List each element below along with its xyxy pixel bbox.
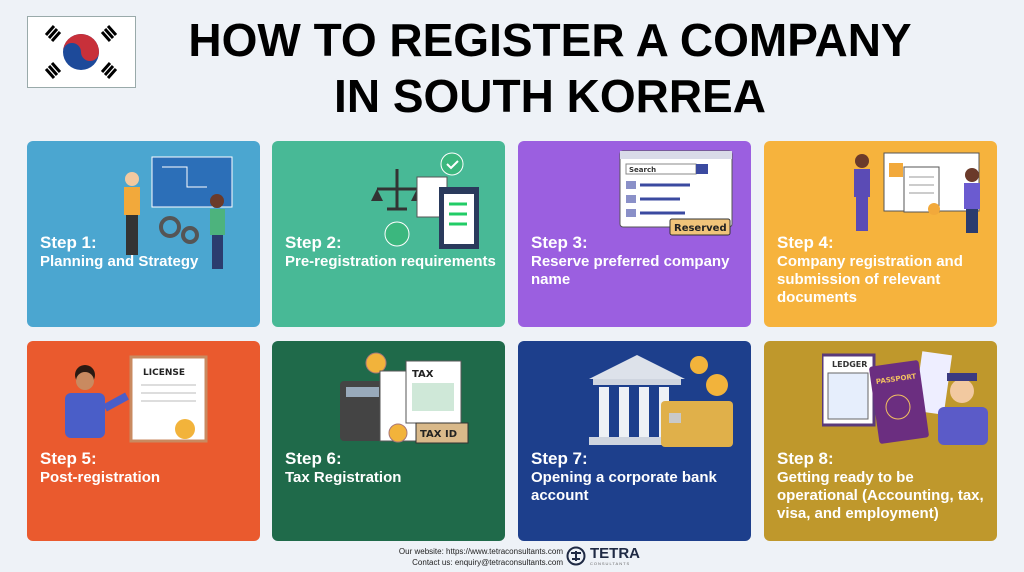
step-label: Step 2: [285, 233, 342, 252]
contact-email[interactable]: Contact us: enquiry@tetraconsultants.com [412, 558, 563, 567]
flag-icon [44, 25, 118, 79]
south-korea-flag [27, 16, 136, 88]
step-3-card: Search Reserved Step 3: Reserve preferre… [518, 141, 751, 327]
step-description: Post-registration [40, 469, 161, 486]
search-field-text: Search [629, 166, 656, 174]
step-description: Company registration and submission of r… [777, 253, 963, 306]
footer-contact: Our website: https://www.tetraconsultant… [399, 546, 563, 568]
step-description: Tax Registration [285, 469, 402, 486]
tax-form-title-text: TAX [412, 369, 434, 380]
step-6-card: TAX TAX ID Step 6: Tax Registration [272, 341, 505, 541]
title-line-2: IN SOUTH KORREA [334, 70, 766, 122]
website-link[interactable]: Our website: https://www.tetraconsultant… [398, 547, 563, 556]
bank-illustration-icon [589, 355, 733, 447]
step-8-card: LEDGER PASSPORT Step 8: Getting ready to… [764, 341, 997, 541]
step-label: Step 4: [777, 233, 834, 252]
ledger-title-text: LEDGER [832, 360, 867, 369]
tax-illustration-icon: TAX TAX ID [340, 352, 469, 444]
submission-illustration-icon [854, 152, 980, 233]
step-7-card: Step 7: Opening a corporate bank account [518, 341, 751, 541]
page-title: HOW TO REGISTER A COMPANY IN SOUTH KORRE… [140, 12, 960, 124]
tax-id-tag: TAX ID [420, 429, 457, 440]
step-label: Step 6: [285, 449, 342, 468]
tetra-logo: TETRA CONSULTANTS [566, 546, 640, 566]
brand-name: TETRA [590, 544, 640, 562]
brand-subtitle: CONSULTANTS [590, 560, 631, 566]
step-label: Step 8: [777, 449, 834, 468]
license-title-text: LICENSE [143, 368, 185, 378]
requirements-illustration-icon [371, 152, 479, 249]
step-description: Planning and Strategy [40, 253, 199, 270]
step-label: Step 1: [40, 233, 97, 252]
step-label: Step 5: [40, 449, 97, 468]
step-5-card: LICENSE Step 5: Post-registration [27, 341, 260, 541]
step-label: Step 7: [531, 449, 588, 468]
step-2-card: Step 2: Pre-registration requirements [272, 141, 505, 327]
planning-illustration-icon [124, 156, 233, 269]
step-1-card: Step 1: Planning and Strategy [27, 141, 260, 327]
step-label: Step 3: [531, 233, 588, 252]
step-description: Pre-registration requirements [285, 253, 496, 270]
step-description: Opening a corporate bank account [531, 469, 717, 504]
operations-illustration-icon: LEDGER PASSPORT [822, 351, 988, 445]
reserved-tag: Reserved [674, 223, 727, 234]
step-description: Reserve preferred company name [531, 253, 730, 288]
step-4-card: Step 4: Company registration and submiss… [764, 141, 997, 327]
license-illustration-icon: LICENSE [65, 355, 208, 443]
title-line-1: HOW TO REGISTER A COMPANY [188, 14, 912, 66]
tetra-logo-icon [566, 546, 586, 566]
step-description: Getting ready to be operational (Account… [777, 469, 984, 522]
name-search-illustration-icon: Search Reserved [619, 150, 733, 236]
